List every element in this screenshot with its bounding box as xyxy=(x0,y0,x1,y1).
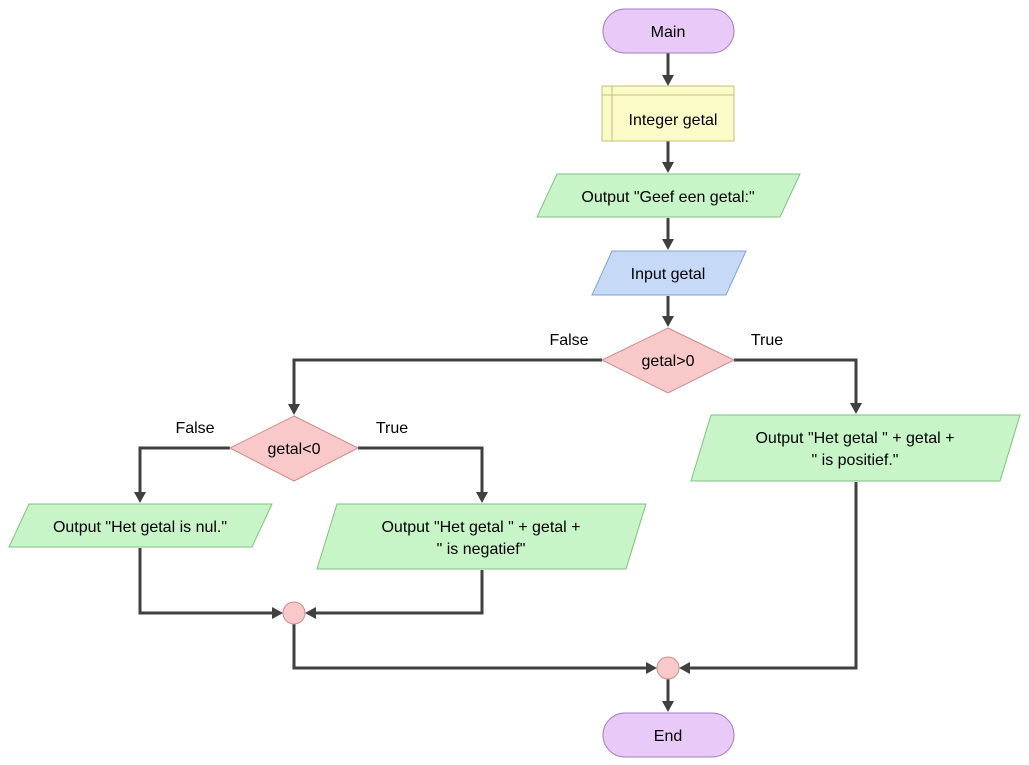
end-label: End xyxy=(654,728,682,745)
arrowhead xyxy=(134,492,146,503)
decision-negative-true-label: True xyxy=(376,420,408,437)
arrowhead xyxy=(850,403,862,414)
output-zero-shape xyxy=(8,503,273,548)
edge-positive-false xyxy=(292,358,602,405)
edge-zero-junction xyxy=(138,548,273,615)
end-terminal xyxy=(602,712,735,758)
junction-inner xyxy=(282,601,306,625)
edge-negative-true xyxy=(358,446,484,493)
output-positive-line1: Output "Het getal " + getal + xyxy=(755,430,954,447)
start-label: Main xyxy=(651,24,686,41)
output-negative-shape xyxy=(316,503,647,570)
arrowhead xyxy=(288,404,300,415)
arrowhead xyxy=(662,162,674,173)
junction-outer xyxy=(656,656,680,680)
input-label: Input getal xyxy=(631,266,706,283)
start-terminal xyxy=(602,8,735,54)
output-positive-shape xyxy=(690,414,1021,482)
output-zero-label: Output "Het getal is nul." xyxy=(53,519,227,536)
edge-positive-true xyxy=(734,358,858,404)
arrowhead xyxy=(662,701,674,712)
arrowhead xyxy=(662,239,674,250)
arrowhead xyxy=(476,492,488,503)
decision-negative-false-label: False xyxy=(175,420,214,437)
arrowhead xyxy=(662,75,674,86)
decision-positive-label: getal>0 xyxy=(642,353,695,370)
input-shape xyxy=(591,250,747,296)
arrowhead xyxy=(305,607,316,619)
declare-label: Integer getal xyxy=(629,112,718,129)
output-prompt-label: Output "Geef een getal:" xyxy=(581,189,754,206)
declare-block: Integer getal xyxy=(601,85,735,142)
edge-negative-junction xyxy=(315,570,484,615)
edge-negative-false xyxy=(138,446,230,493)
decision-positive-true-label: True xyxy=(751,332,783,349)
decision-positive-shape xyxy=(600,327,736,394)
output-positive-line2: " is positief." xyxy=(812,452,899,469)
output-prompt-shape xyxy=(536,173,801,218)
output-negative-line1: Output "Het getal " + getal + xyxy=(381,519,580,536)
edge-positive-junction xyxy=(689,482,858,670)
output-negative-line2: " is negatief" xyxy=(437,541,526,558)
decision-positive-false-label: False xyxy=(549,332,588,349)
decision-negative-shape xyxy=(228,415,360,482)
arrowhead xyxy=(646,662,657,674)
decision-negative-label: getal<0 xyxy=(268,441,321,458)
arrowhead xyxy=(662,316,674,327)
arrowhead xyxy=(272,607,283,619)
edge-junction-merge xyxy=(292,624,647,670)
arrowhead xyxy=(679,662,690,674)
flow-edges xyxy=(134,53,862,712)
